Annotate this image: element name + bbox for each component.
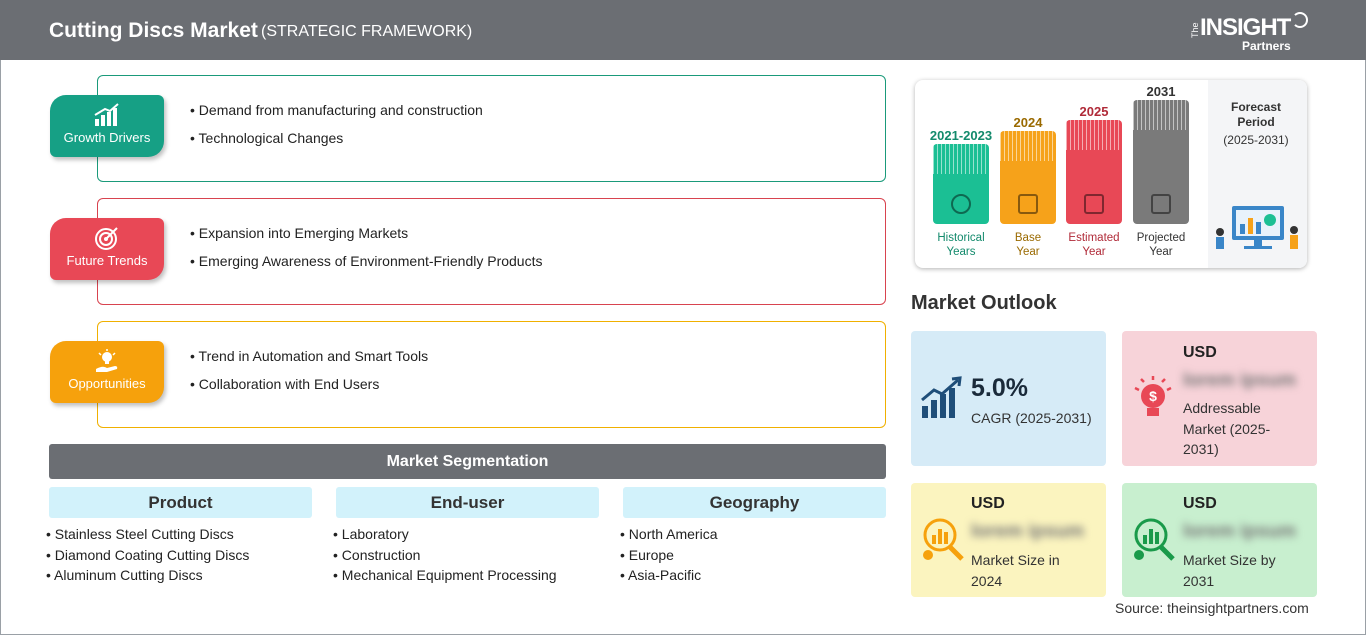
projected-bar — [1133, 100, 1189, 224]
segment-item: Diamond Coating Cutting Discs — [46, 545, 312, 566]
size2024-usd: USD — [971, 495, 1005, 512]
opportunities-label: Opportunities — [68, 376, 146, 391]
future-trends-label: Future Trends — [66, 253, 148, 268]
label-line: Projected — [1136, 232, 1186, 244]
addressable-label: Addressable Market (2025-2031) — [1183, 400, 1271, 457]
future-trend-item: Emerging Awareness of Environment-Friend… — [190, 247, 543, 275]
growth-drivers-tag: Growth Drivers — [50, 95, 164, 157]
logo-arc-icon — [1292, 12, 1308, 28]
label-projected: Projected Year — [1121, 231, 1201, 259]
year-estimated: 2025 — [1079, 104, 1109, 119]
calendar-icon — [1018, 194, 1038, 214]
gears-icon — [1084, 194, 1104, 214]
logo-partners: Partners — [1242, 39, 1291, 53]
label-estimated: Estimated Year — [1054, 231, 1134, 259]
history-clock-icon — [951, 194, 971, 214]
market-size-2031-box — [1122, 483, 1317, 597]
opportunity-item: Trend in Automation and Smart Tools — [190, 342, 429, 370]
estimated-bar — [1066, 120, 1122, 224]
size2031-usd: USD — [1183, 495, 1217, 512]
segment-item: Asia-Pacific — [620, 565, 886, 586]
label-line: Year — [1149, 246, 1173, 258]
segment-item: Laboratory — [333, 524, 599, 545]
addressable-usd: USD — [1183, 344, 1217, 361]
bar-stripes — [933, 144, 989, 174]
segment-item: Europe — [620, 545, 886, 566]
forecast-label-3: (2025-2031) — [1223, 133, 1289, 147]
lightbulb-hand-icon — [96, 349, 118, 372]
growth-driver-item: Technological Changes — [190, 124, 483, 152]
addressable-market-box: $ — [1122, 331, 1317, 466]
opportunity-item: Collaboration with End Users — [190, 370, 428, 398]
year-base: 2024 — [1013, 115, 1043, 130]
market-outlook-title: Market Outlook — [911, 292, 1057, 314]
market-size-magnifier-icon — [1134, 518, 1175, 561]
year-projected: 2031 — [1146, 84, 1176, 99]
segment-end-user-head: End-user — [336, 487, 599, 518]
target-icon — [95, 227, 118, 250]
segment-end-user: End-user Laboratory Construction Mechani… — [336, 487, 599, 586]
year-historical: 2021-2023 — [929, 128, 993, 143]
cagr-label: CAGR (2025-2031) — [971, 410, 1092, 426]
size2024-label: Market Size in 2024 — [971, 552, 1060, 589]
source-link[interactable]: Source: theinsightpartners.com — [1115, 600, 1309, 616]
size2024-value: lorem ipsum — [971, 521, 1084, 542]
growth-driver-item: Demand from manufacturing and constructi… — [190, 96, 483, 124]
logo-insight: INSIGHT — [1200, 14, 1291, 41]
future-trend-item: Expansion into Emerging Markets — [190, 219, 542, 247]
analyst-dashboard-icon — [1216, 206, 1298, 249]
presentation-board-icon — [1151, 194, 1171, 214]
segment-item: Aluminum Cutting Discs — [46, 565, 312, 586]
forecast-label-2: Period — [1237, 115, 1275, 129]
opportunities-tag: Opportunities — [50, 341, 164, 403]
label-line: Year — [1016, 246, 1040, 258]
idea-dollar-icon: $ — [1134, 376, 1172, 416]
segment-geography-head: Geography — [623, 487, 886, 518]
logo-the: The — [1190, 22, 1200, 38]
growth-drivers-label: Growth Drivers — [63, 130, 151, 145]
cagr-value: 5.0% — [971, 374, 1028, 402]
growth-chart-icon — [921, 376, 962, 418]
market-size-2024-box — [911, 483, 1106, 597]
growth-drivers-card: Demand from manufacturing and constructi… — [97, 75, 886, 182]
segment-item: Stainless Steel Cutting Discs — [46, 524, 312, 545]
label-line: Year — [1082, 246, 1106, 258]
segment-product-head: Product — [49, 487, 312, 518]
label-line: Years — [946, 246, 976, 258]
label-line: Historical — [937, 232, 985, 244]
segment-item: Construction — [333, 545, 599, 566]
page-title: Cutting Discs Market — [49, 19, 258, 42]
bar-stripes — [1133, 100, 1189, 130]
forecast-label-1: Forecast — [1230, 100, 1282, 114]
header-bar: Cutting Discs Market (STRATEGIC FRAMEWOR… — [0, 0, 1366, 60]
future-trends-tag: Future Trends — [50, 218, 164, 280]
segment-geography: Geography North America Europe Asia-Paci… — [623, 487, 886, 586]
label-base: Base Year — [988, 231, 1068, 259]
label-line: Estimated — [1068, 232, 1120, 244]
size2031-label: Market Size by 2031 — [1183, 552, 1276, 589]
growth-chart-icon — [94, 103, 119, 126]
segment-item: Mechanical Equipment Processing — [333, 565, 599, 586]
segment-item: North America — [620, 524, 886, 545]
bar-stripes — [1000, 131, 1056, 161]
opportunities-card: Trend in Automation and Smart Tools Coll… — [97, 321, 886, 428]
historical-bar — [933, 144, 989, 224]
base-bar — [1000, 131, 1056, 224]
addressable-value: lorem ipsum — [1183, 370, 1296, 391]
svg-text:$: $ — [1149, 388, 1157, 404]
market-size-magnifier-icon — [923, 518, 964, 561]
label-historical: Historical Years — [921, 231, 1001, 259]
cagr-box — [911, 331, 1106, 466]
market-segmentation-bar: Market Segmentation — [49, 444, 886, 479]
page-subtitle: (STRATEGIC FRAMEWORK) — [261, 23, 473, 40]
segment-product: Product Stainless Steel Cutting Discs Di… — [49, 487, 312, 586]
bar-stripes — [1066, 120, 1122, 150]
future-trends-card: Expansion into Emerging Markets Emerging… — [97, 198, 886, 305]
insight-partners-logo[interactable]: The INSIGHT Partners — [1190, 12, 1310, 54]
size2031-value: lorem ipsum — [1183, 521, 1296, 542]
label-line: Base — [1014, 232, 1042, 244]
